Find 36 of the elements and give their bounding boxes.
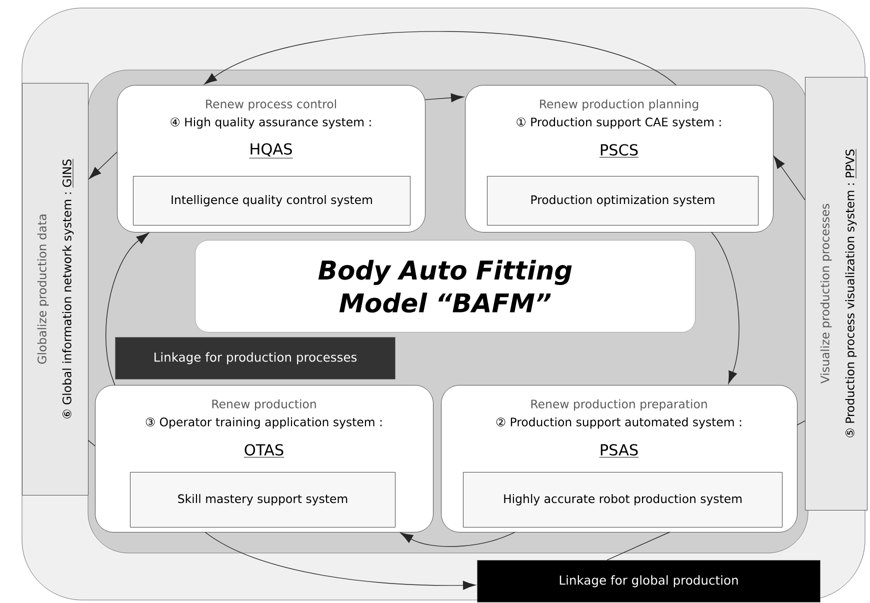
model-box: Body Auto Fitting Model “BAFM” bbox=[195, 240, 696, 332]
subsystem-box: Intelligence quality control system bbox=[133, 176, 410, 226]
arrow bbox=[204, 31, 676, 86]
linkage-banner: Linkage for production processes bbox=[115, 337, 396, 380]
system-title: ③ Operator training application system : bbox=[146, 417, 382, 429]
connector-line bbox=[88, 440, 96, 446]
system-title: ② Production support automated system : bbox=[496, 417, 742, 429]
subsystem-box: Highly accurate robot production system bbox=[463, 472, 782, 528]
heading: Renew process control bbox=[206, 99, 336, 111]
system-code: HQAS bbox=[249, 143, 293, 158]
linkage-banner: Linkage for global production bbox=[477, 560, 820, 602]
subsystem-box: Skill mastery support system bbox=[130, 472, 396, 528]
system-code: PSCS bbox=[599, 144, 639, 158]
heading: Visualize production processes bbox=[820, 204, 832, 384]
connector-line bbox=[796, 420, 806, 426]
heading: Renew production bbox=[212, 399, 316, 411]
arrow bbox=[106, 232, 150, 386]
subsystem-box: Production optimization system bbox=[487, 176, 758, 226]
arrow bbox=[711, 232, 740, 384]
arrow bbox=[424, 93, 464, 102]
heading: Renew production planning bbox=[540, 99, 698, 111]
system-title: ⑥ Global information network system : GINS bbox=[62, 158, 74, 418]
connector-line bbox=[606, 532, 670, 560]
system-panel bbox=[22, 83, 88, 496]
system-panel bbox=[805, 77, 868, 510]
arrow bbox=[204, 532, 476, 590]
arrow bbox=[774, 156, 806, 200]
system-title: ① Production support CAE system : bbox=[516, 117, 721, 129]
system-code: PSAS bbox=[599, 444, 639, 458]
system-title: ④ High quality assurance system : bbox=[170, 117, 371, 129]
system-title: ⑤ Production process visualization system : PPVS bbox=[845, 148, 857, 438]
heading: Globalize production data bbox=[37, 214, 49, 364]
arrow bbox=[400, 532, 516, 547]
system-code: OTAS bbox=[244, 444, 284, 458]
arrow bbox=[88, 152, 118, 180]
heading: Renew production preparation bbox=[531, 399, 707, 411]
